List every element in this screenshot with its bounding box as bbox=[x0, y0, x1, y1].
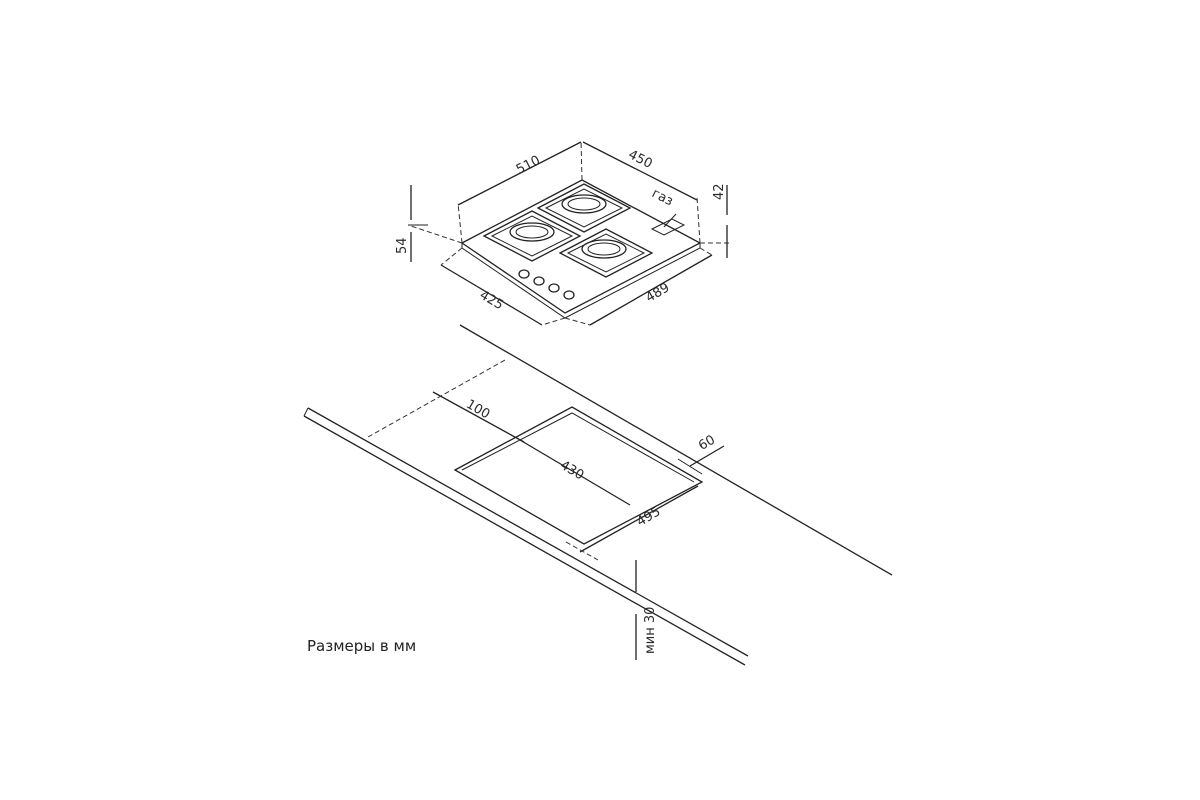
dim-depth-top: 450 bbox=[626, 147, 655, 172]
units-caption: Размеры в мм bbox=[307, 637, 417, 655]
control-knobs bbox=[518, 269, 575, 300]
countertop-back-edge bbox=[459, 324, 893, 576]
hob-drawing: 510 450 42 54 425 489 газ bbox=[395, 139, 730, 326]
dim-min-thickness: мин 30 bbox=[643, 607, 658, 654]
dim-width-bottom: 425 bbox=[477, 288, 506, 313]
dim-offset-front: 60 bbox=[696, 433, 718, 454]
burner-grate bbox=[482, 210, 582, 262]
gas-inlet bbox=[650, 218, 686, 236]
dim-depth-bottom: 489 bbox=[643, 280, 672, 305]
dim-height-right: 42 bbox=[712, 183, 727, 200]
countertop-cutout bbox=[453, 406, 704, 545]
gas-label: газ bbox=[649, 186, 675, 209]
countertop-drawing: 100 430 60 495 мин 30 bbox=[303, 324, 893, 666]
dim-width-top: 510 bbox=[514, 153, 543, 178]
dim-height-left: 54 bbox=[395, 237, 410, 254]
dim-cutout-width: 430 bbox=[557, 458, 586, 483]
burner-grate bbox=[536, 183, 632, 233]
burner-grate bbox=[558, 228, 654, 278]
dim-offset-back: 100 bbox=[463, 397, 492, 422]
countertop-front-edge bbox=[307, 407, 749, 657]
